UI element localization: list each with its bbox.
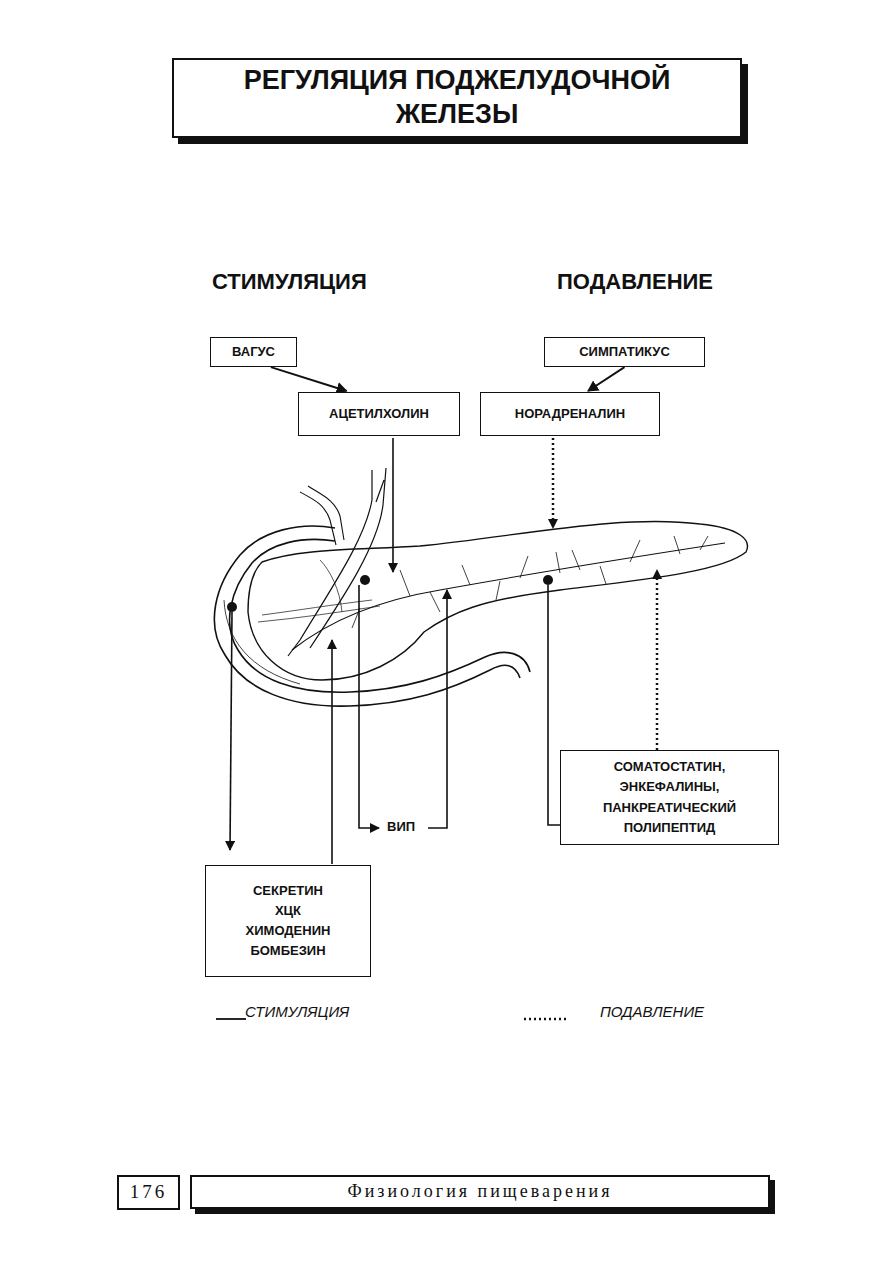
source-dot: [227, 602, 237, 612]
legend-line-sample: [216, 1005, 246, 1025]
nerve-box: СИМПАТИКУС: [544, 337, 705, 367]
stim-line: [428, 590, 447, 828]
box-text: ВАГУС: [232, 342, 275, 362]
connector-arrow: [271, 367, 347, 391]
legend-sample-stroke: [524, 1018, 566, 1021]
text-stack: СЕКРЕТИН ХЦК ХИМОДЕНИН БОМБЕЗИН: [241, 881, 335, 962]
box-text: 176: [130, 1181, 168, 1204]
nerve-box: ВАГУС: [210, 337, 297, 367]
text-stack: СИМПАТИКУС: [579, 342, 670, 362]
title-box: РЕГУЛЯЦИЯ ПОДЖЕЛУДОЧНОЙ ЖЕЛЕЗЫ: [172, 58, 742, 138]
duct-branches: [352, 536, 708, 628]
pancreas-outline: [248, 521, 747, 680]
stim-line: [392, 438, 394, 572]
suppress-line: [656, 570, 659, 750]
box-text: НОРАДРЕНАЛИН: [515, 404, 625, 424]
footer-title-box: Физиология пищеварения: [190, 1175, 770, 1209]
stim-line: [331, 640, 333, 864]
stim-line: [548, 585, 560, 825]
pancreatic-duct: [292, 543, 725, 650]
text-stack: НОРАДРЕНАЛИН: [515, 404, 625, 424]
stimulator-hormone-box: СЕКРЕТИН ХЦК ХИМОДЕНИН БОМБЕЗИН: [205, 865, 371, 977]
column-heading: ПОДАВЛЕНИЕ: [555, 269, 715, 295]
text-stack: СОМАТОСТАТИН, ЭНКЕФАЛИНЫ, ПАНКРЕАТИЧЕСКИ…: [575, 757, 764, 838]
page-number-box: 176: [117, 1175, 180, 1210]
vessels: [258, 560, 380, 622]
column-heading: СТИМУЛЯЦИЯ: [210, 269, 369, 295]
bile-duct: [288, 468, 386, 656]
legend-text: ПОДАВЛЕНИЕ: [600, 1003, 704, 1020]
box-text: СИМПАТИКУС: [579, 342, 670, 362]
legend-sample-stroke: [216, 1018, 246, 1020]
box-text: СОМАТОСТАТИН, ЭНКЕФАЛИНЫ, ПАНКРЕАТИЧЕСКИ…: [575, 757, 764, 838]
source-dot: [360, 575, 370, 585]
connector-arrow: [588, 367, 625, 391]
inhibitor-hormone-box: СОМАТОСТАТИН, ЭНКЕФАЛИНЫ, ПАНКРЕАТИЧЕСКИ…: [560, 750, 779, 845]
source-dot: [543, 575, 553, 585]
box-text: Физиология пищеварения: [347, 1181, 612, 1203]
text-stack: ВАГУС: [232, 342, 275, 362]
legend-dotted-sample: [524, 1005, 568, 1025]
suppress-line: [552, 438, 555, 528]
box-text: СЕКРЕТИН ХЦК ХИМОДЕНИН БОМБЕЗИН: [241, 881, 335, 962]
hepatic-duct: [300, 486, 344, 545]
stim-line: [359, 585, 379, 828]
mediator-box: НОРАДРЕНАЛИН: [480, 392, 660, 436]
stim-line: [230, 612, 232, 850]
text-stack: Физиология пищеварения: [347, 1181, 612, 1203]
text-stack: 176: [130, 1181, 168, 1204]
mediator-box: АЦЕТИЛХОЛИН: [298, 392, 460, 436]
hormone-label: ВИП: [385, 819, 417, 834]
title-text: РЕГУЛЯЦИЯ ПОДЖЕЛУДОЧНОЙ ЖЕЛЕЗЫ: [219, 64, 695, 132]
box-text: АЦЕТИЛХОЛИН: [329, 404, 429, 424]
legend-text: СТИМУЛЯЦИЯ: [245, 1003, 349, 1020]
text-stack: АЦЕТИЛХОЛИН: [329, 404, 429, 424]
